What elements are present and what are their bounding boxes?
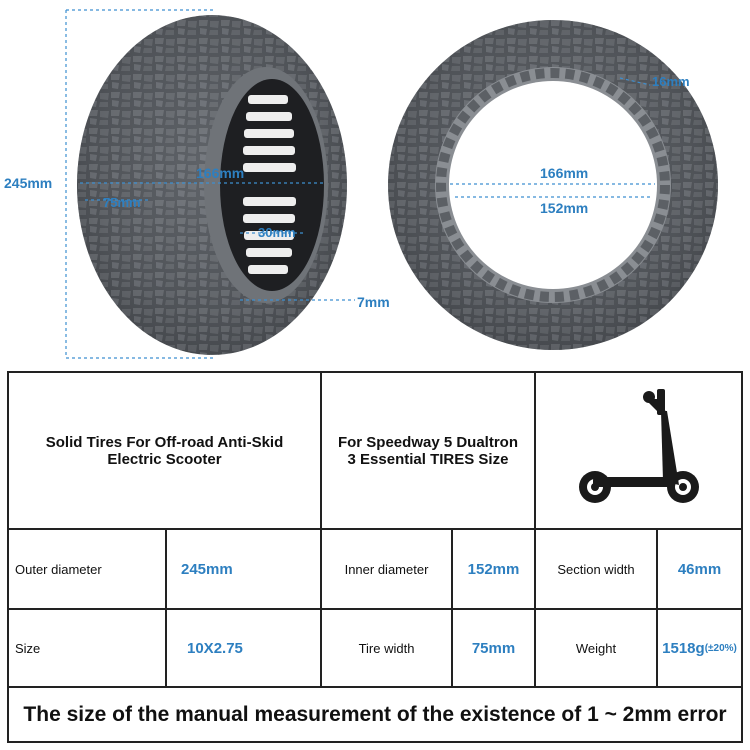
section-width-label: Section width	[557, 561, 635, 577]
outer-diameter-value-cell: 245mm	[167, 530, 322, 608]
tire-width-value: 75mm	[471, 639, 516, 657]
product-title-cell: Solid Tires For Off-road Anti-Skid Elect…	[9, 373, 322, 528]
dimension-guides	[65, 9, 655, 359]
tire-front-view	[388, 20, 718, 350]
table-footer-row: The size of the manual measurement of th…	[9, 688, 741, 741]
size-label: Size	[15, 640, 41, 656]
dim-width-75: 75mm	[103, 195, 141, 210]
weight-tolerance: (±20%)	[704, 642, 737, 654]
table-row: Outer diameter 245mm Inner diameter 152m…	[9, 530, 741, 610]
dim-tread-16: 16mm	[652, 74, 690, 89]
table-header-row: Solid Tires For Off-road Anti-Skid Elect…	[9, 373, 741, 530]
weight-value-cell: 1518g(±20%)	[658, 610, 741, 686]
inner-diameter-value: 152mm	[467, 560, 520, 578]
measurement-note: The size of the manual measurement of th…	[23, 702, 727, 726]
weight-label: Weight	[575, 640, 617, 656]
dim-width-30: 30mm	[258, 225, 296, 240]
inner-diameter-label-cell: Inner diameter	[322, 530, 453, 608]
tire-width-value-cell: 75mm	[453, 610, 536, 686]
dim-inner-166-side: 166mm	[196, 165, 244, 181]
size-label-cell: Size	[9, 610, 167, 686]
dim-wall-7: 7mm	[357, 294, 390, 310]
outer-diameter-label: Outer diameter	[15, 561, 102, 577]
section-width-value: 46mm	[677, 560, 722, 578]
compatibility-cell: For Speedway 5 Dualtron 3 Essential TIRE…	[322, 373, 536, 528]
size-value-cell: 10X2.75	[167, 610, 322, 686]
table-row: Size 10X2.75 Tire width 75mm Weight 1518…	[9, 610, 741, 688]
scooter-icon	[578, 388, 699, 503]
measurement-note-cell: The size of the manual measurement of th…	[9, 688, 741, 741]
spec-table: Solid Tires For Off-road Anti-Skid Elect…	[7, 371, 743, 743]
outer-diameter-label-cell: Outer diameter	[9, 530, 167, 608]
weight-value: 1518g	[662, 639, 705, 657]
dim-outer-diameter: 245mm	[4, 175, 52, 191]
weight-label-cell: Weight	[536, 610, 658, 686]
outer-diameter-value: 245mm	[181, 560, 233, 578]
dim-inner-152-front: 152mm	[540, 200, 588, 216]
section-width-value-cell: 46mm	[658, 530, 741, 608]
dim-inner-166-front: 166mm	[540, 165, 588, 181]
section-width-label-cell: Section width	[536, 530, 658, 608]
size-value: 10X2.75	[187, 639, 243, 657]
inner-diameter-label: Inner diameter	[344, 561, 429, 577]
tire-width-label: Tire width	[358, 640, 415, 656]
product-title: Solid Tires For Off-road Anti-Skid Elect…	[45, 433, 284, 468]
tire-product-images: 245mm 166mm 75mm 30mm 7mm 16mm 166mm 152…	[4, 9, 718, 359]
tire-side-view	[77, 15, 347, 355]
inner-diameter-value-cell: 152mm	[453, 530, 536, 608]
tire-width-label-cell: Tire width	[322, 610, 453, 686]
compatibility-title: For Speedway 5 Dualtron 3 Essential TIRE…	[337, 433, 519, 468]
scooter-cell	[536, 373, 741, 528]
